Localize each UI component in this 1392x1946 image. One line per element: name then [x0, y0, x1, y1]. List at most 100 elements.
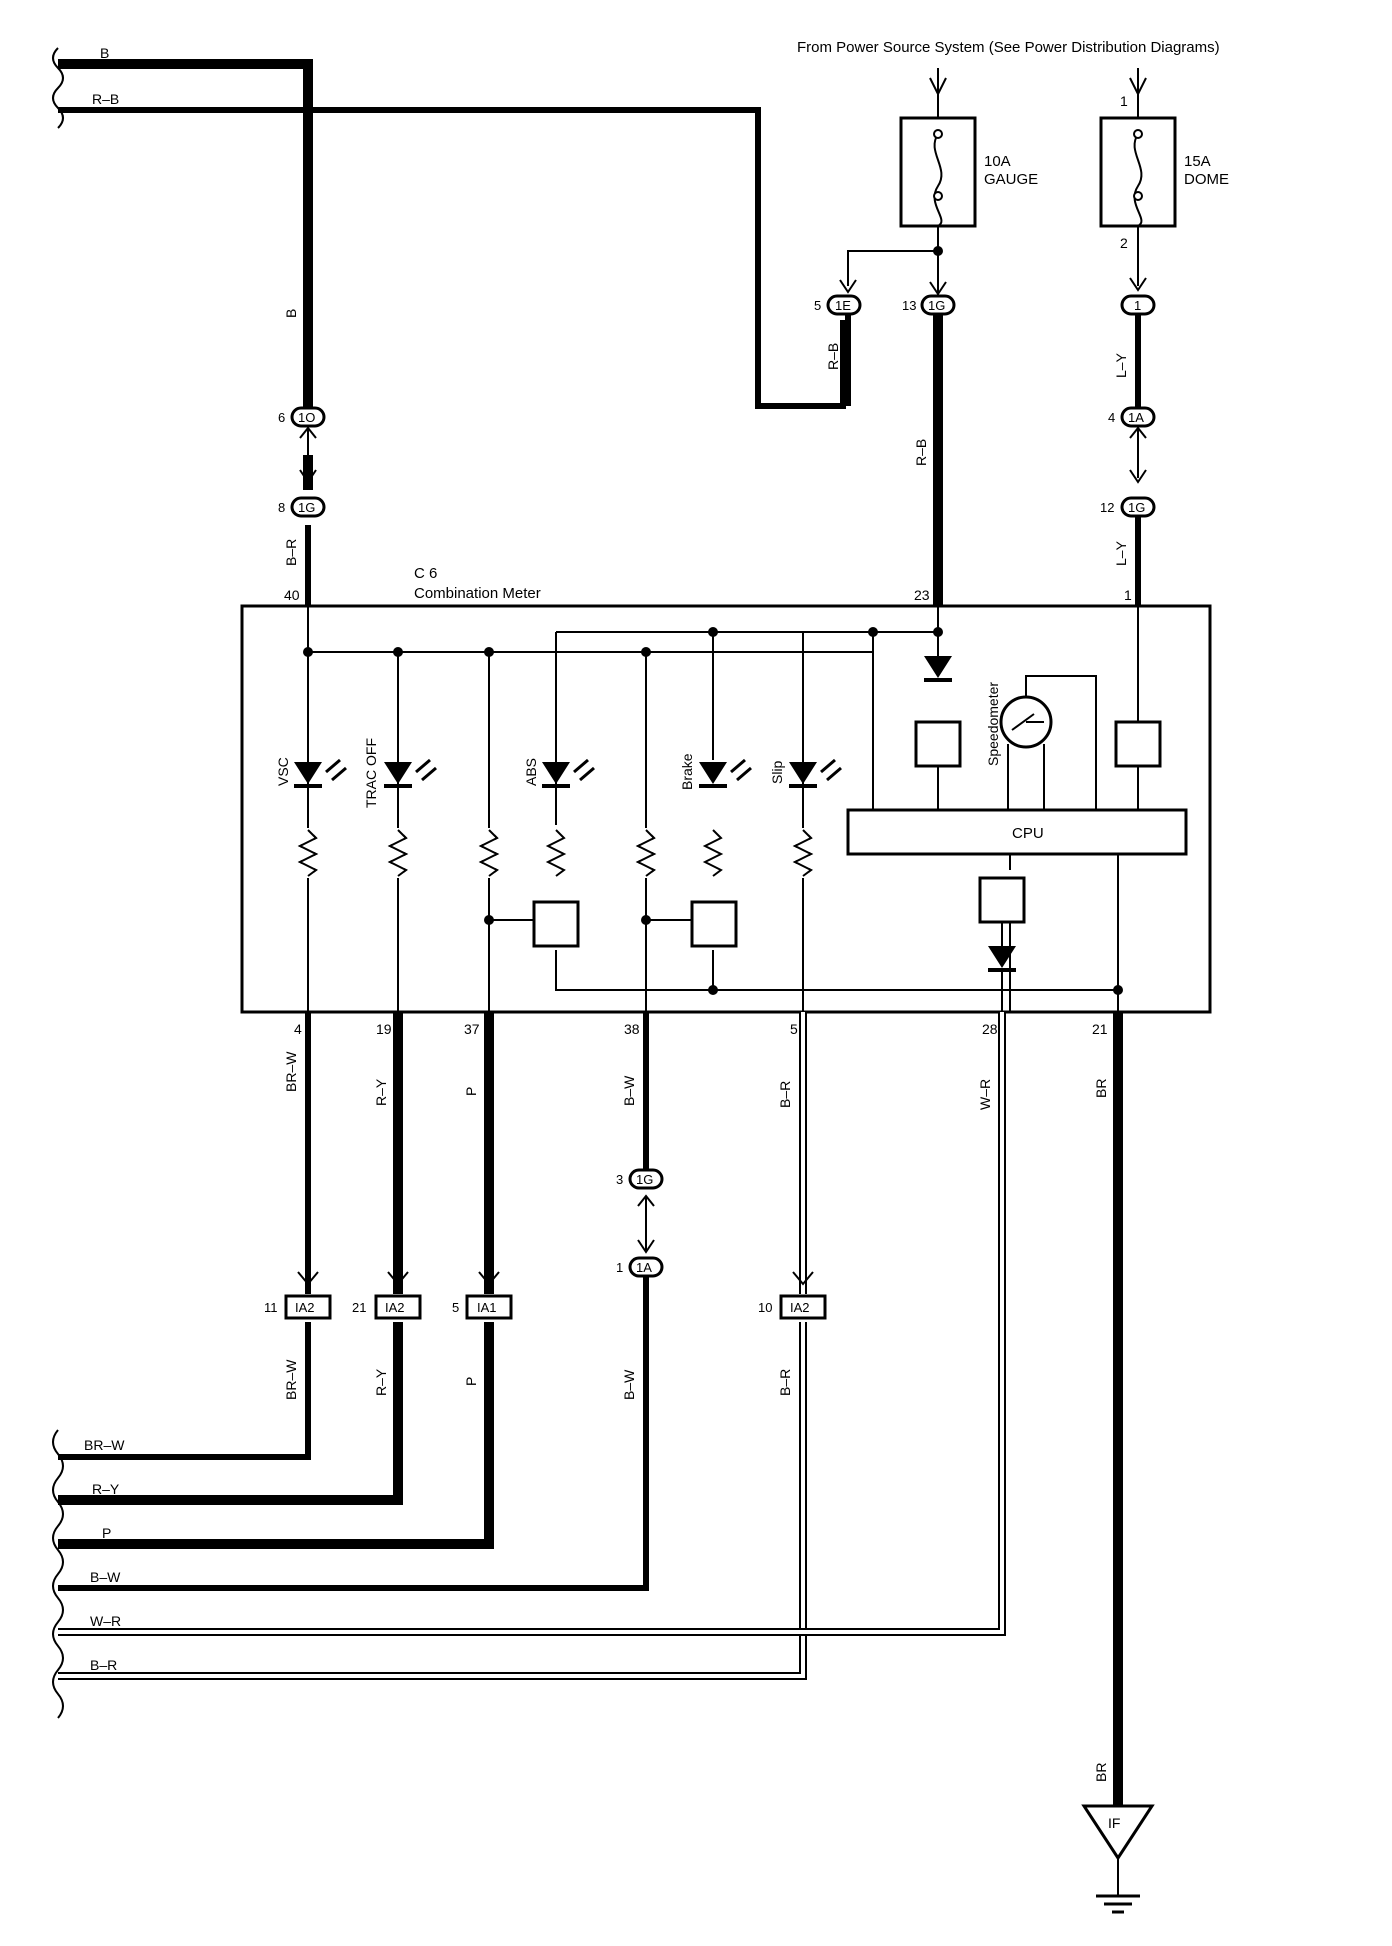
wire-label-brw-2: BR–W	[283, 1359, 299, 1400]
harness-label-brw: BR–W	[84, 1437, 125, 1453]
wire-b-r	[58, 1012, 807, 1680]
led-slip	[789, 758, 842, 788]
led-brake	[699, 758, 752, 788]
connector-1g-bottom: 1G 3	[616, 1168, 664, 1190]
wire-p	[58, 1012, 494, 1549]
pin-bottom-37: 37	[464, 1021, 480, 1037]
indicator-brake: Brake	[679, 753, 695, 790]
connector-1g-left: 1G 8	[278, 496, 326, 518]
svg-text:13: 13	[902, 298, 916, 313]
svg-text:8: 8	[278, 500, 285, 515]
wire-label-br-r-top: B–R	[283, 539, 299, 566]
wire-label-bw-1: B–W	[621, 1075, 637, 1106]
wire-label-p-1: P	[463, 1087, 479, 1096]
speedometer-label: Speedometer	[985, 682, 1001, 766]
connector-ia-ry: IA2 21	[352, 1271, 422, 1320]
internal-wiring	[303, 606, 1139, 1012]
wire-label-p-2: P	[463, 1377, 479, 1386]
svg-text:1E: 1E	[835, 298, 851, 313]
fuse-dome	[1099, 68, 1177, 286]
fuse-dome-rating: 15A	[1184, 153, 1211, 170]
wire-label-b-top: B	[100, 45, 109, 61]
svg-text:IA2: IA2	[295, 1300, 315, 1315]
connector-1g-right: 1G 12	[1100, 496, 1156, 605]
gauge-branch	[847, 246, 943, 286]
pin-top-23: 23	[914, 587, 930, 603]
led-trac-off	[384, 758, 437, 788]
wire-label-br-1: BR	[1093, 1079, 1109, 1098]
connector-1-dome: 1	[1120, 277, 1156, 408]
indicator-abs: ABS	[523, 758, 539, 786]
pin-top-40: 40	[284, 587, 300, 603]
dome-driver-box	[1114, 720, 1162, 768]
wire-label-ly-top: L–Y	[1113, 352, 1129, 378]
fuse-dome-name: DOME	[1184, 171, 1229, 188]
ground-symbol	[1081, 1804, 1155, 1914]
pin-bottom-38: 38	[624, 1021, 640, 1037]
connector-1a-right: 1A 4	[1108, 406, 1156, 484]
wire-label-br-r-1: B–R	[777, 1081, 793, 1108]
svg-text:11: 11	[264, 1300, 278, 1315]
pin-top-1: 1	[1124, 587, 1132, 603]
connector-ia-brw: IA2 11	[264, 1294, 332, 1320]
wire-label-ly-lower: L–Y	[1113, 540, 1129, 566]
connector-1g-gauge: 1G 13	[902, 281, 956, 605]
wire-br-w	[58, 1012, 319, 1460]
led-abs	[542, 758, 595, 788]
svg-text:1G: 1G	[1128, 500, 1145, 515]
indicator-trac-off: TRAC OFF	[363, 738, 379, 808]
svg-text:IA2: IA2	[385, 1300, 405, 1315]
cpu-output-box	[978, 876, 1026, 924]
component-id: C 6	[414, 565, 437, 582]
svg-text:1O: 1O	[298, 410, 315, 425]
connector-1e: 1E 5	[814, 279, 862, 406]
wire-label-ry-1: R–Y	[373, 1078, 389, 1106]
indicator-slip: Slip	[769, 760, 785, 784]
fuse-gauge-name: GAUGE	[984, 171, 1038, 188]
wire-label-ry-2: R–Y	[373, 1368, 389, 1396]
connector-1a-bottom: 1A 1	[616, 1256, 664, 1278]
cpu-box	[846, 808, 1188, 856]
connector-ia-br-r: IA2 10	[758, 1271, 827, 1320]
wire-label-wr-1: W–R	[977, 1079, 993, 1110]
harness-label-ry: R–Y	[92, 1481, 120, 1497]
ground-id: IF	[1108, 1815, 1120, 1831]
connector-ia-p: IA1 5	[452, 1271, 513, 1320]
harness-break-top	[52, 47, 64, 129]
svg-text:5: 5	[814, 298, 821, 313]
svg-text:IA1: IA1	[477, 1300, 497, 1315]
svg-text:1G: 1G	[298, 500, 315, 515]
wire-label-bw-2: B–W	[621, 1369, 637, 1400]
wire-label-rb-1e: R–B	[825, 343, 841, 370]
wire-label-rb-top: R–B	[92, 91, 119, 107]
svg-text:1G: 1G	[928, 298, 945, 313]
pin-bottom-4: 4	[294, 1021, 302, 1037]
svg-text:3: 3	[616, 1172, 623, 1187]
fuse-dome-pin-out: 2	[1120, 235, 1128, 251]
pin-bottom-5: 5	[790, 1021, 798, 1037]
harness-label-p: P	[102, 1525, 111, 1541]
driver-box-abs	[532, 900, 580, 948]
fuse-dome-pin-in: 1	[1120, 93, 1128, 109]
wire-b-top	[58, 59, 313, 605]
fuse-gauge	[899, 68, 977, 296]
driver-box-brake	[690, 900, 738, 948]
resistor-gaps	[297, 828, 814, 878]
wire-rb-top	[58, 107, 846, 409]
svg-text:10: 10	[758, 1300, 772, 1315]
svg-text:1A: 1A	[636, 1260, 652, 1275]
svg-text:1G: 1G	[636, 1172, 653, 1187]
wire-label-b-vertical: B	[283, 309, 299, 318]
wire-label-br-2: BR	[1093, 1763, 1109, 1782]
gauge-driver-box	[914, 720, 962, 768]
svg-text:IA2: IA2	[790, 1300, 810, 1315]
cpu-output-diode	[988, 922, 1016, 1012]
harness-label-br-r: B–R	[90, 1657, 117, 1673]
wire-r-y	[58, 1012, 403, 1505]
pin-bottom-21: 21	[1092, 1021, 1108, 1037]
svg-text:12: 12	[1100, 500, 1114, 515]
svg-text:6: 6	[278, 410, 285, 425]
fuse-gauge-rating: 10A	[984, 153, 1011, 170]
svg-text:1: 1	[616, 1260, 623, 1275]
pin-bottom-19: 19	[376, 1021, 392, 1037]
